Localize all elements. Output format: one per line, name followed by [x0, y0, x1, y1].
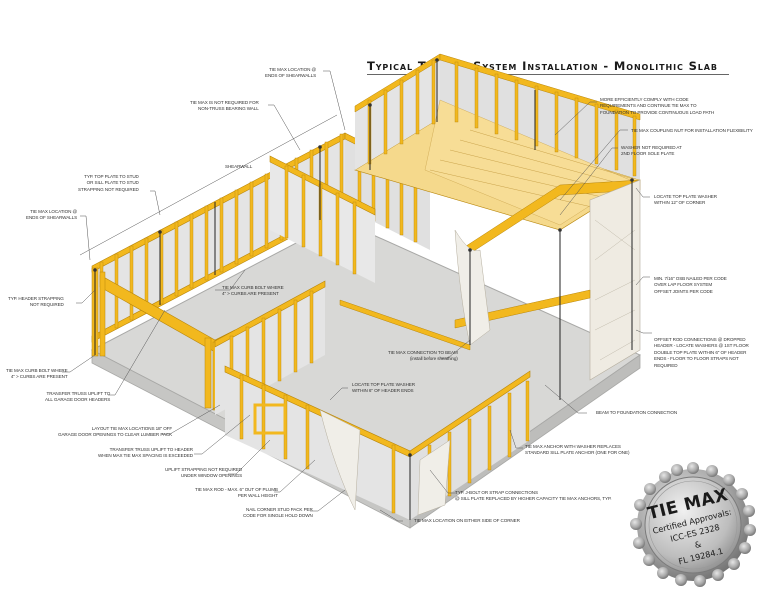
note-line: GARAGE DOOR OPENINGS TO CLEAR LUMBER PAC…: [58, 432, 173, 438]
note-line: REQUIRED: [654, 362, 678, 368]
note-line: WITHIN 12" OF CORNER: [654, 200, 706, 206]
note-line: OFFSET JOINTS PER CODE: [654, 288, 713, 294]
note-line: UPLIFT STRAPPING NOT REQUIRED: [165, 467, 243, 472]
note-line: TYP. HEADER STRAPPING: [8, 296, 64, 301]
note-line: (install before sheathing): [410, 356, 458, 362]
note-tie-max-location-top: TIE MAX LOCATION @ENDS OF SHEARWALLS: [265, 67, 316, 80]
seal-badge-icon: [630, 462, 756, 587]
note-line: TIE MAX CURB BOLT WHERE: [6, 368, 68, 373]
note-line: 4" > CURBS ARE PRESENT: [222, 291, 279, 297]
note-line: TIE MAX CURB BOLT WHERE: [222, 285, 284, 290]
note-line: STANDARD SILL PLATE ANCHOR (ONE FOR ONE): [525, 450, 630, 456]
note-tie-max-corner: TIE MAX LOCATION ON EITHER SIDE OF CORNE…: [414, 518, 520, 524]
note-line: TYP. TOP PLATE TO STUD: [84, 174, 139, 179]
note-line: ENDS OF SHEARWALLS: [265, 73, 317, 79]
note-line: ENDS OF SHEARWALLS: [26, 215, 78, 221]
note-line: WHEN MAX TIE MAX SPACING IS EXCEEDED: [98, 453, 194, 459]
note-line: TIE MAX LOCATION @: [30, 209, 78, 214]
note-line: MIN. 7/16" OSB NAILED PER CODE: [654, 276, 727, 281]
note-line: TIE MAX COUPLING NUT FOR INSTALLATION FL…: [631, 128, 753, 133]
note-line: NAIL CORNER STUD PACK PER: [246, 507, 313, 512]
note-line: TRANSFER TRUSS UPLIFT TO HEADER: [109, 447, 194, 452]
wall-interior-partition: [269, 155, 376, 283]
note-line: TIE MAX LOCATION @: [269, 67, 317, 72]
note-line: OVER LAP FLOOR SYSTEM: [654, 282, 713, 288]
washers: [93, 58, 634, 457]
note-line: FOUNDATION TO PROVIDE CONTINUOUS LOAD PA…: [600, 109, 715, 115]
note-connection-beam: TIE MAX CONNECTION TO BEAM(install befor…: [388, 350, 458, 363]
note-line: @ SILL PLATE REPLACED BY HIGHER CAPACITY…: [455, 496, 612, 502]
note-line: UNDER WINDOW OPENINGS: [180, 473, 243, 479]
note-line: CODE FOR SINGLE HOLD DOWN: [243, 513, 313, 519]
note-line: LOCATE TOP PLATE WASHER: [352, 382, 415, 387]
note-line: HEADER - LOCATE WASHERS @ 1ST FLOOR: [654, 343, 749, 349]
note-line: OR SILL PLATE TO STUD: [86, 180, 139, 186]
note-line: TIE MAX IS NOT REQUIRED FOR: [190, 100, 259, 105]
note-line: TIE MAX ROD - MAX. 6" OUT OF PLUMB: [195, 487, 278, 492]
note-line: WITHIN 6" OF HEADER ENDS: [352, 388, 414, 394]
note-line: REQUIREMENTS AND CONTINUE TIE MAX TO: [600, 103, 697, 109]
note-line: LAYOUT TIE MAX LOCATIONS 18" OFF: [91, 426, 173, 431]
certification-seal: TIE MAX Certified Approvals: ICC-ES 2328…: [630, 462, 756, 588]
note-coupling-nut: TIE MAX COUPLING NUT FOR INSTALLATION FL…: [631, 128, 753, 134]
note-line: TRANSFER TRUSS UPLIFT TO: [46, 391, 111, 396]
note-line: SHEARWALL: [225, 164, 253, 169]
note-line: TYP. J-BOLT OR STRAP CONNECTIONS: [455, 490, 538, 495]
note-line: 4" > CURBS ARE PRESENT: [10, 374, 68, 380]
note-shearwall: SHEARWALL: [225, 164, 252, 170]
note-line: DOUBLE TOP PLATE WITHIN 6" OF HEADER: [654, 349, 747, 355]
leader-lines: [62, 70, 652, 522]
note-line: TIE MAX LOCATION ON EITHER SIDE OF CORNE…: [414, 518, 520, 523]
note-bolt-strap: TYP. J-BOLT OR STRAP CONNECTIONS@ SILL P…: [455, 490, 612, 503]
note-line: MORE EFFICIENTLY COMPLY WITH CODE: [600, 97, 689, 102]
note-line: BEAM TO FOUNDATION CONNECTION: [596, 410, 678, 415]
note-beam-foundation: BEAM TO FOUNDATION CONNECTION: [596, 410, 677, 416]
note-line: OFFSET ROD CONNECTIONS @ DROPPED: [654, 337, 746, 342]
note-line: TIE MAX CONNECTION TO BEAM: [388, 350, 458, 355]
note-line: NOT REQUIRED: [29, 302, 64, 308]
note-line: PER WALL HEIGHT: [237, 493, 278, 499]
note-line: 2ND FLOOR SOLE PLATE: [621, 151, 675, 157]
note-line: LOCATE TOP PLATE WASHER: [654, 194, 717, 199]
note-line: TIE MAX ANCHOR WITH WASHER REPLACES: [525, 444, 621, 449]
window-opening: [253, 403, 287, 435]
tie-max-rods: [94, 60, 633, 520]
note-line: ENDS - FLOOR TO FLOOR STRAPS NOT: [654, 356, 739, 362]
note-line: STRAPPING NOT REQUIRED: [78, 186, 139, 192]
note-tie-max-location-left: TIE MAX LOCATION @ENDS OF SHEARWALLS: [26, 209, 77, 222]
note-line: NON-TRUSS BEARING WALL: [198, 106, 259, 112]
note-line: ALL GARAGE DOOR HEADERS: [45, 397, 111, 403]
note-line: WASHER NOT REQUIRED AT: [621, 145, 682, 150]
